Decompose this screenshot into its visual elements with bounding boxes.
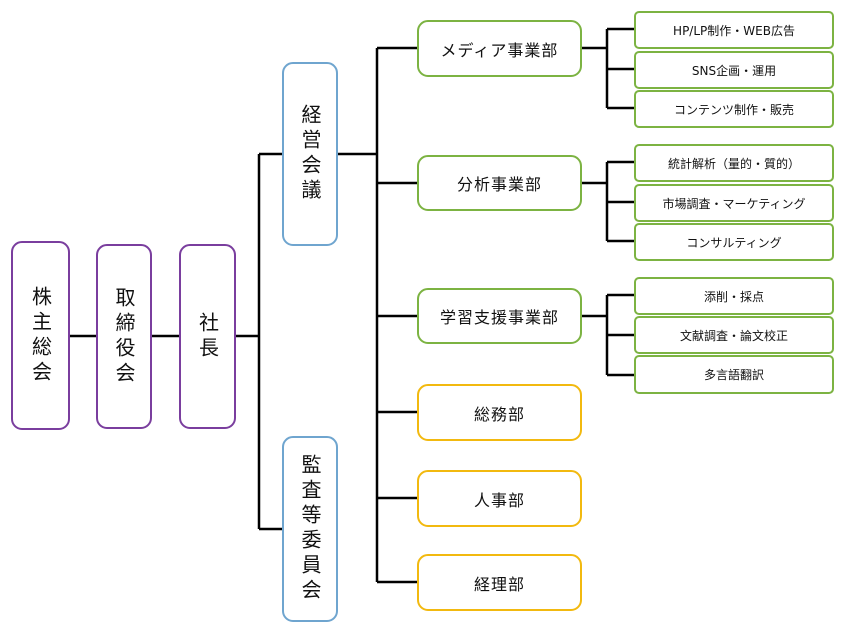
president-box: 社長 bbox=[179, 244, 236, 429]
audit-committee-box: 監査等委員会 bbox=[282, 436, 338, 622]
sub-unit-box: コンサルティング bbox=[634, 223, 834, 261]
learning-support-division-box: 学習支援事業部 bbox=[417, 288, 582, 344]
accounting-box: 経理部 bbox=[417, 554, 582, 611]
media-division-box: メディア事業部 bbox=[417, 20, 582, 77]
sub-unit-box: 文献調査・論文校正 bbox=[634, 316, 834, 354]
sub-unit-box: SNS企画・運用 bbox=[634, 51, 834, 89]
sub-unit-box: 市場調査・マーケティング bbox=[634, 184, 834, 222]
sub-unit-box: 添削・採点 bbox=[634, 277, 834, 315]
sub-unit-box: 多言語翻訳 bbox=[634, 355, 834, 394]
shareholders-meeting-box: 株主総会 bbox=[11, 241, 70, 430]
analysis-division-box: 分析事業部 bbox=[417, 155, 582, 211]
board-of-directors-box: 取締役会 bbox=[96, 244, 152, 429]
general-affairs-box: 総務部 bbox=[417, 384, 582, 441]
management-council-box: 経営会議 bbox=[282, 62, 338, 246]
sub-unit-box: コンテンツ制作・販売 bbox=[634, 90, 834, 128]
hr-box: 人事部 bbox=[417, 470, 582, 527]
sub-unit-box: HP/LP制作・WEB広告 bbox=[634, 11, 834, 49]
sub-unit-box: 統計解析（量的・質的） bbox=[634, 144, 834, 182]
